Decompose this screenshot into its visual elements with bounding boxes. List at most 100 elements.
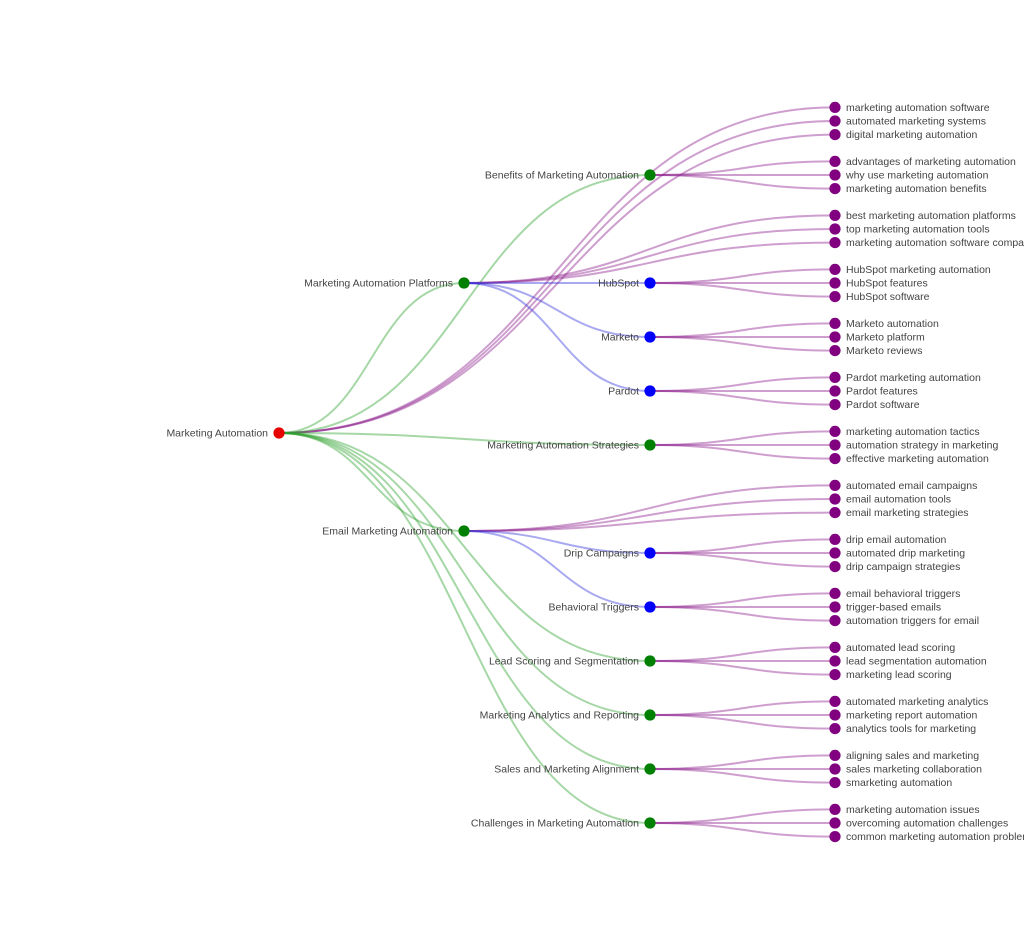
keyword-common-marketing-automation-probler-node[interactable] [829, 831, 841, 843]
keyword-pardot-marketing-automation-node[interactable] [829, 371, 841, 383]
category-sales-and-marketing-alignment-node[interactable] [644, 763, 656, 775]
keyword-email-marketing-strategies-node[interactable] [829, 506, 841, 519]
keyword-pardot-software-node[interactable] [829, 399, 841, 411]
category-email-marketing-automation-node[interactable] [458, 525, 470, 537]
keyword-email-behavioral-triggers-label: email behavioral triggers [846, 588, 960, 600]
keyword-marketing-report-automation-node[interactable] [829, 709, 841, 721]
keyword-marketing-lead-scoring-node[interactable] [829, 669, 841, 681]
keyword-lead-segmentation-automation-label: lead segmentation automation [846, 656, 987, 668]
keyword-marketing-automation-software-compar-label: marketing automation software compar [846, 237, 1024, 249]
edge-digital-marketing-automation [278, 133, 836, 434]
keyword-marketo-reviews-label: Marketo reviews [846, 345, 922, 357]
keyword-marketo-platform-label: Marketo platform [846, 332, 925, 344]
keyword-smarketing-automation-label: smarketing automation [846, 777, 952, 789]
keyword-hubspot-software-node[interactable] [829, 291, 841, 303]
keyword-advantages-of-marketing-automation-node[interactable] [829, 155, 841, 167]
keyword-why-use-marketing-automation-label: why use marketing automation [845, 170, 989, 182]
platform-hubspot-node[interactable] [644, 277, 656, 289]
root-marketing-automation-node[interactable] [273, 427, 285, 439]
keyword-marketing-automation-tactics-node[interactable] [829, 425, 841, 437]
keyword-lead-segmentation-automation-node[interactable] [829, 655, 841, 667]
keyword-automation-triggers-for-email-node[interactable] [829, 615, 841, 627]
edge-marketing-automation-software [278, 106, 836, 434]
keyword-automated-marketing-systems-node[interactable] [829, 115, 841, 127]
category-marketing-automation-strategies-node[interactable] [644, 439, 656, 451]
keyword-common-marketing-automation-probler-label: common marketing automation probler [846, 831, 1024, 843]
edge-pardot [463, 282, 651, 392]
keyword-automated-email-campaigns-node[interactable] [829, 479, 841, 491]
keyword-advantages-of-marketing-automation-label: advantages of marketing automation [846, 156, 1016, 168]
keyword-trigger-based-emails-node[interactable] [829, 601, 841, 613]
keyword-marketing-automation-software-compar-node[interactable] [829, 237, 841, 249]
keyword-marketo-platform-node[interactable] [829, 331, 841, 343]
keyword-marketo-automation-node[interactable] [829, 317, 841, 329]
category-marketing-analytics-and-reporting-label: Marketing Analytics and Reporting [480, 710, 639, 722]
platform-hubspot-label: HubSpot [598, 278, 639, 290]
keyword-email-automation-tools-label: email automation tools [846, 494, 951, 506]
edge-analytics-tools-for-marketing [649, 714, 836, 730]
edge-best-marketing-automation-platforms [463, 214, 836, 284]
keyword-top-marketing-automation-tools-node[interactable] [829, 223, 841, 235]
category-sales-and-marketing-alignment-label: Sales and Marketing Alignment [494, 764, 639, 776]
keyword-drip-email-automation-node[interactable] [829, 533, 841, 546]
keyword-automation-strategy-in-marketing-node[interactable] [829, 439, 841, 451]
category-lead-scoring-and-segmentation-label: Lead Scoring and Segmentation [489, 656, 639, 668]
keyword-pardot-features-node[interactable] [829, 385, 841, 397]
keyword-marketing-automation-issues-node[interactable] [829, 803, 841, 816]
keyword-marketing-automation-issues-label: marketing automation issues [846, 804, 980, 816]
keyword-automated-drip-marketing-node[interactable] [829, 547, 841, 559]
keyword-email-behavioral-triggers-node[interactable] [829, 587, 841, 600]
keyword-marketo-automation-label: Marketo automation [846, 318, 939, 330]
keyword-hubspot-marketing-automation-node[interactable] [829, 263, 841, 275]
keyword-why-use-marketing-automation-node[interactable] [829, 169, 841, 181]
root-marketing-automation-label: Marketing Automation [166, 428, 268, 440]
keyword-marketing-automation-software-node[interactable] [829, 101, 841, 113]
keyword-digital-marketing-automation-node[interactable] [829, 129, 841, 141]
category-challenges-in-marketing-automation-node[interactable] [644, 817, 656, 829]
edge-aligning-sales-and-marketing [649, 754, 836, 770]
platform-behavioral-triggers-node[interactable] [644, 601, 656, 613]
edge-lead-scoring-and-segmentation [278, 432, 651, 662]
keyword-top-marketing-automation-tools-label: top marketing automation tools [846, 224, 990, 236]
edge-smarketing-automation [649, 768, 836, 784]
edge-layer [278, 106, 836, 838]
keyword-sales-marketing-collaboration-node[interactable] [829, 763, 841, 775]
keyword-marketing-automation-benefits-node[interactable] [829, 183, 841, 195]
edge-automated-marketing-systems [278, 120, 836, 434]
edge-email-automation-tools [463, 498, 836, 532]
category-lead-scoring-and-segmentation-node[interactable] [644, 655, 656, 667]
keyword-digital-marketing-automation-label: digital marketing automation [846, 129, 977, 141]
keyword-hubspot-features-node[interactable] [829, 277, 841, 289]
keyword-email-automation-tools-node[interactable] [829, 493, 841, 505]
keyword-overcoming-automation-challenges-label: overcoming automation challenges [846, 818, 1008, 830]
edge-marketo-automation [649, 322, 836, 338]
keyword-drip-campaign-strategies-node[interactable] [829, 561, 841, 573]
category-benefits-of-marketing-automation-node[interactable] [644, 169, 656, 181]
keyword-best-marketing-automation-platforms-node[interactable] [829, 209, 841, 221]
keyword-automated-marketing-analytics-node[interactable] [829, 695, 841, 708]
keyword-analytics-tools-for-marketing-node[interactable] [829, 723, 841, 735]
category-challenges-in-marketing-automation-label: Challenges in Marketing Automation [471, 818, 639, 830]
edge-marketing-automation-benefits [649, 174, 836, 190]
platform-marketo-node[interactable] [644, 331, 656, 343]
platform-pardot-node[interactable] [644, 385, 656, 397]
keyword-hubspot-features-label: HubSpot features [846, 278, 928, 290]
category-marketing-analytics-and-reporting-node[interactable] [644, 709, 656, 721]
category-marketing-automation-platforms-node[interactable] [458, 277, 470, 289]
keyword-aligning-sales-and-marketing-node[interactable] [829, 749, 841, 762]
keyword-marketo-reviews-node[interactable] [829, 345, 841, 357]
keyword-smarketing-automation-node[interactable] [829, 777, 841, 789]
keyword-drip-campaign-strategies-label: drip campaign strategies [846, 561, 960, 573]
keyword-trigger-based-emails-label: trigger-based emails [846, 602, 941, 614]
edge-challenges-in-marketing-automation [278, 432, 651, 824]
keyword-effective-marketing-automation-node[interactable] [829, 453, 841, 465]
keyword-automated-lead-scoring-node[interactable] [829, 641, 841, 654]
platform-drip-campaigns-node[interactable] [644, 547, 656, 559]
edge-automated-lead-scoring [649, 646, 836, 662]
edge-email-marketing-automation [278, 432, 465, 532]
keyword-overcoming-automation-challenges-node[interactable] [829, 817, 841, 829]
keyword-hubspot-marketing-automation-label: HubSpot marketing automation [846, 264, 991, 276]
keyword-automated-marketing-analytics-label: automated marketing analytics [846, 696, 988, 708]
platform-drip-campaigns-label: Drip Campaigns [564, 548, 639, 560]
edge-behavioral-triggers [463, 530, 651, 608]
